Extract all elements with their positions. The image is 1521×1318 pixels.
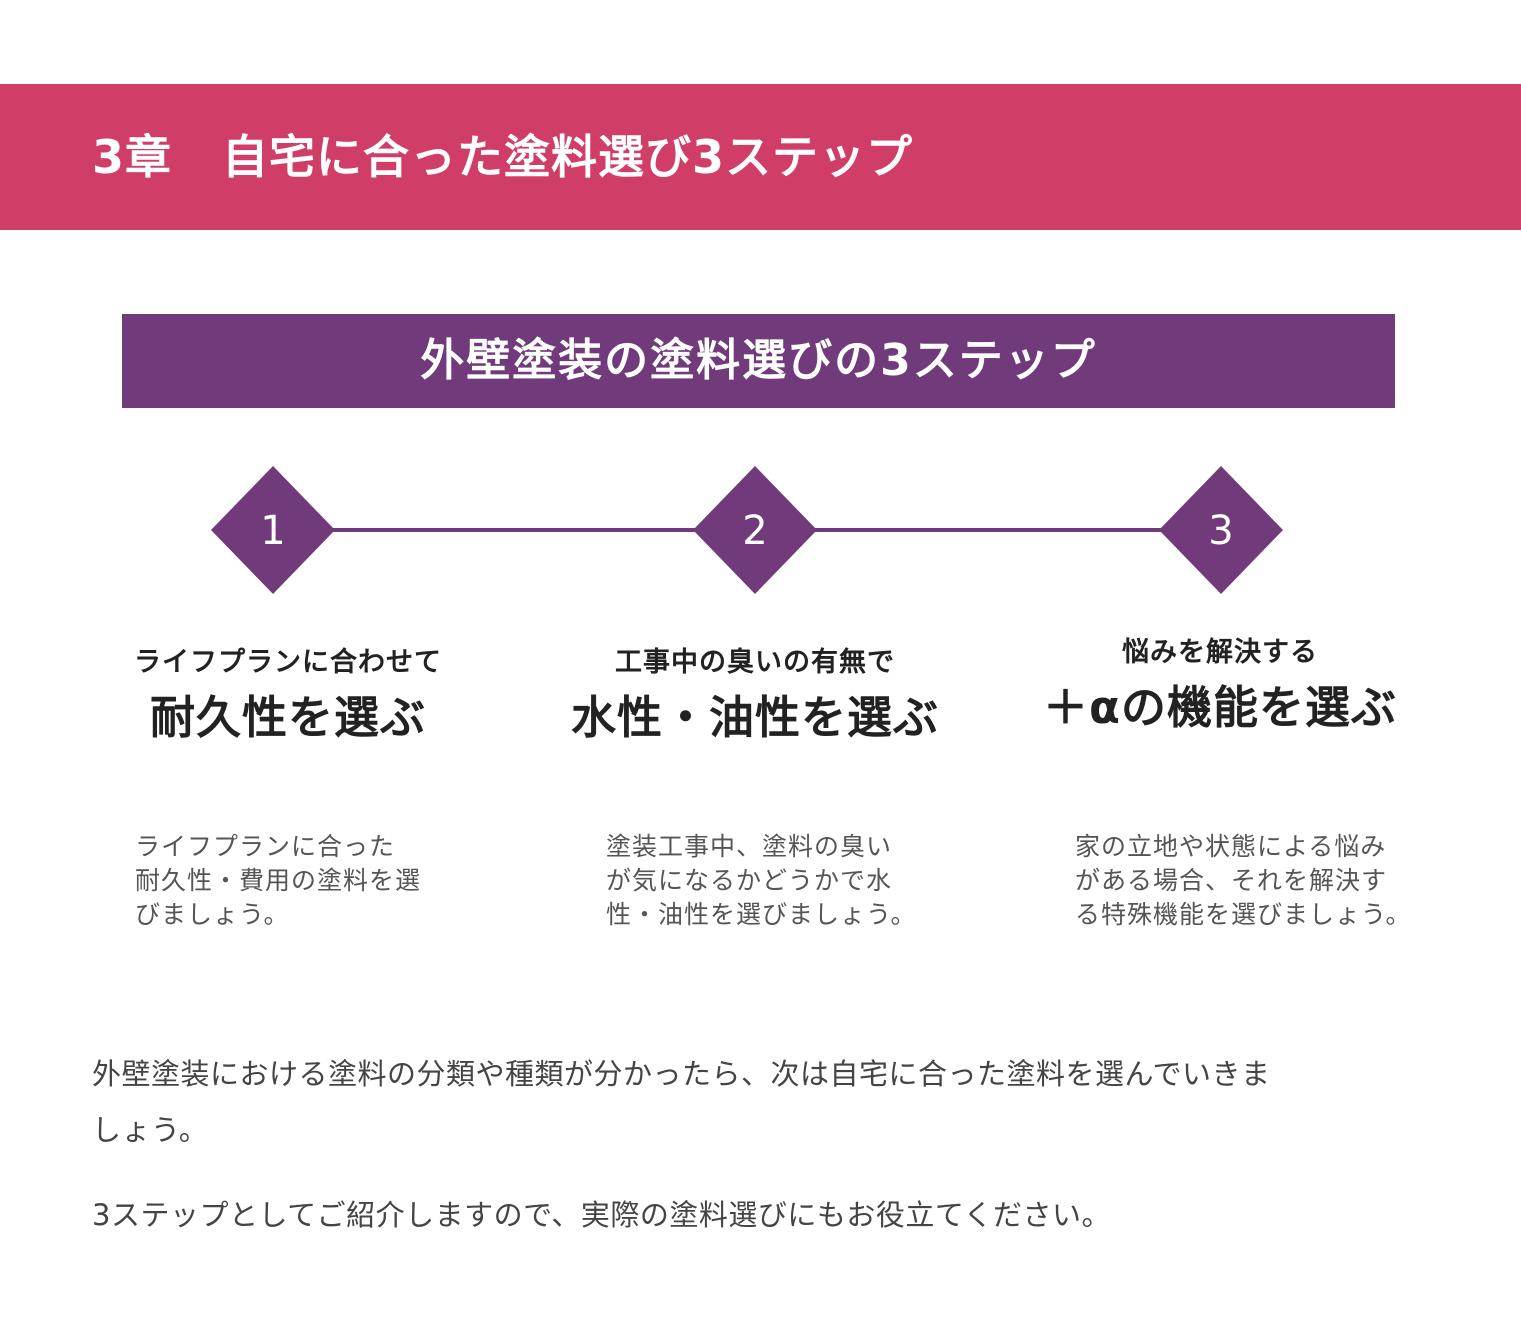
infographic-title-bar: 外壁塗装の塗料選びの3ステップ <box>122 314 1395 408</box>
step-marker-3: 3 <box>1159 466 1283 594</box>
step-subtitle: ライフプランに合わせて <box>134 647 442 678</box>
chapter-title: 自宅に合った塗料選び3ステップ <box>222 130 914 184</box>
diamond-icon <box>693 466 817 594</box>
steps-infographic: 外壁塗装の塗料選びの3ステップ 1 2 3 ライフプランに合わせて 耐久性を選ぶ… <box>0 290 1521 970</box>
step-title: 水性・油性を選ぶ <box>570 691 939 744</box>
step-title: ＋αの機能を選ぶ <box>1043 681 1397 734</box>
chapter-banner: 3章自宅に合った塗料選び3ステップ <box>0 84 1521 230</box>
diamond-icon <box>211 466 335 594</box>
step-title: 耐久性を選ぶ <box>149 691 426 744</box>
step-marker-1: 1 <box>211 466 335 594</box>
step-3-description: 家の立地や状態による悩み がある場合、それを解決す る特殊機能を選びましょう。 <box>1075 832 1412 929</box>
intro-paragraph: 外壁塗装における塗料の分類や種類が分かったら、次は自宅に合った塗料を選んでいきま… <box>92 1057 1271 1147</box>
step-1-description: ライフプランに合った 耐久性・費用の塗料を選 びましょう。 <box>135 832 422 929</box>
step-marker-2: 2 <box>693 466 817 594</box>
step-number: 2 <box>742 508 767 554</box>
chapter-heading: 3章自宅に合った塗料選び3ステップ <box>92 84 913 230</box>
diamond-icon <box>1159 466 1283 594</box>
step-3-heading: 悩みを解決する ＋αの機能を選ぶ <box>1020 630 1420 736</box>
steps-paragraph: 3ステップとしてご紹介しますので、実際の塗料選びにもお役立てください。 <box>92 1198 1112 1232</box>
step-2-description: 塗装工事中、塗料の臭い が気になるかどうかで水 性・油性を選びましょう。 <box>606 832 917 929</box>
step-subtitle: 悩みを解決する <box>1122 637 1318 668</box>
infographic-title: 外壁塗装の塗料選びの3ステップ <box>420 335 1097 386</box>
step-timeline: 1 2 3 <box>211 466 1283 594</box>
chapter-number: 3章 <box>92 130 173 184</box>
step-number: 3 <box>1208 508 1233 554</box>
step-1-heading: ライフプランに合わせて 耐久性を選ぶ <box>118 640 458 746</box>
step-subtitle: 工事中の臭いの有無で <box>615 647 895 678</box>
step-number: 1 <box>260 508 285 554</box>
step-2-heading: 工事中の臭いの有無で 水性・油性を選ぶ <box>555 640 955 746</box>
